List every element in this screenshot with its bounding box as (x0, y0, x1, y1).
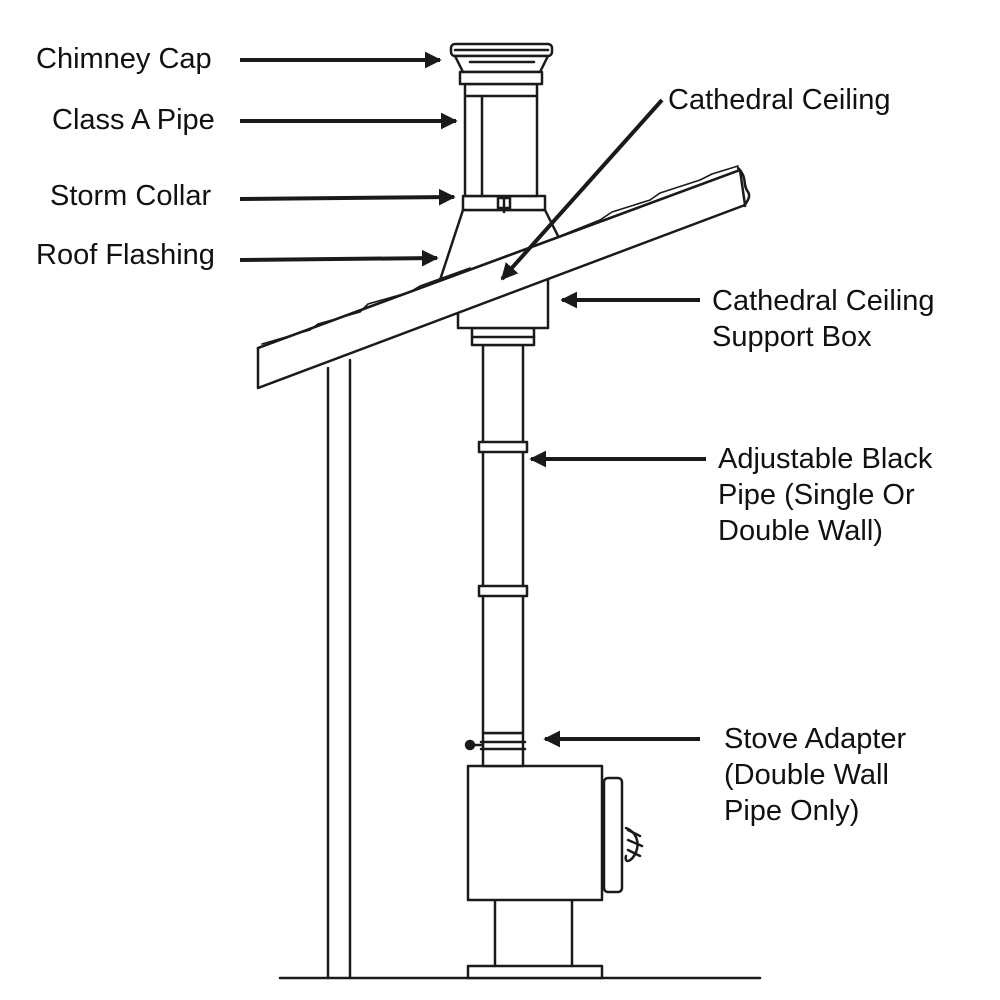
stove-adapter (464, 731, 527, 768)
stove-pedestal (466, 898, 604, 980)
stove-adapter-label-line-1: Stove Adapter (724, 723, 907, 755)
black-pipe-label-line-1: Adjustable Black (718, 443, 933, 475)
adjustable-black-pipe (477, 343, 529, 735)
class-a-pipe (463, 82, 539, 198)
support-box-label-line-2: Support Box (712, 321, 872, 353)
cathedral-ceiling-arrow (500, 98, 664, 281)
support-box-collar (470, 326, 536, 347)
stove-adapter-label: Stove Adapter (Double Wall Pipe Only) (724, 721, 906, 829)
class-a-pipe-label: Class A Pipe (52, 104, 215, 136)
chimney-cap-label: Chimney Cap (36, 43, 212, 75)
wall-post (326, 358, 352, 980)
stove-adapter-label-line-2: (Double Wall (724, 759, 889, 791)
roof-flashing-arrow (239, 249, 439, 267)
support-box-label-line-1: Cathedral Ceiling (712, 285, 935, 317)
chimney-cap (449, 42, 554, 86)
black-pipe-label-line-2: Pipe (Single Or (718, 479, 915, 511)
storm-collar (461, 194, 547, 214)
black-pipe-label: Adjustable Black Pipe (Single Or Double … (718, 441, 932, 549)
storm-collar-label: Storm Collar (50, 180, 212, 212)
roof-flashing-label: Roof Flashing (36, 239, 215, 271)
wood-stove (466, 764, 604, 902)
black-pipe-label-line-3: Double Wall) (718, 515, 883, 547)
cathedral-ceiling-label: Cathedral Ceiling (668, 84, 891, 116)
support-box-label: Cathedral Ceiling Support Box (712, 283, 934, 355)
storm-collar-arrow (239, 188, 456, 206)
stove-door (602, 776, 644, 894)
stove-adapter-label-line-3: Pipe Only) (724, 795, 860, 827)
